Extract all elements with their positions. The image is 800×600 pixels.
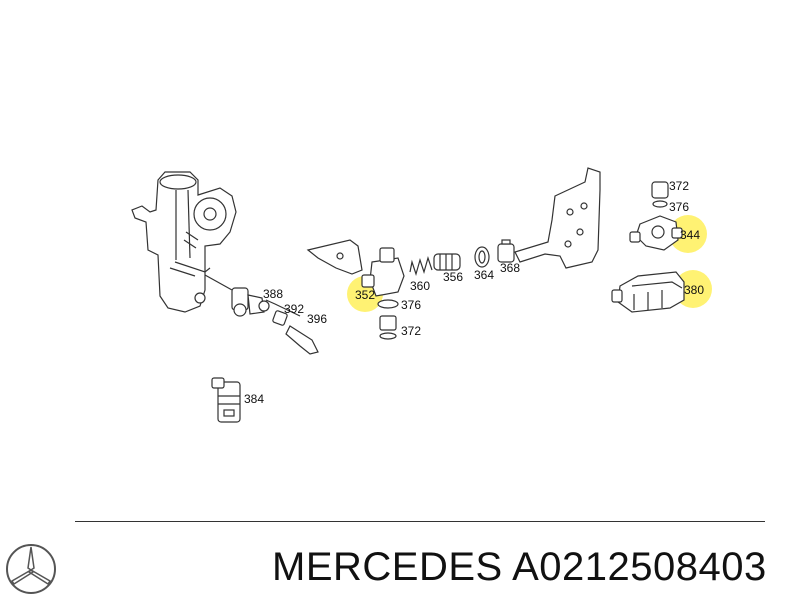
label-360: 360: [410, 279, 430, 293]
bracket-drawing: [306, 239, 363, 275]
label-364: 364: [474, 268, 494, 282]
component-384-drawing: [211, 377, 241, 423]
spring-parts-drawing: [409, 239, 515, 277]
steering-gear-drawing: [131, 171, 237, 313]
highlight-344: [669, 215, 707, 253]
label-368: 368: [500, 261, 520, 275]
label-392: 392: [284, 302, 304, 316]
mounting-plate-drawing: [514, 167, 601, 269]
part-caption: MERCEDES A0212508403: [272, 545, 767, 590]
label-376-mid: 376: [401, 298, 421, 312]
banjo-fitting-drawing: [231, 287, 319, 355]
valve-344-drawing: [629, 181, 683, 251]
label-388: 388: [263, 287, 283, 301]
valve-380-drawing: [611, 271, 685, 313]
label-372-mid: 372: [401, 324, 421, 338]
part-number: A0212508403: [512, 545, 767, 589]
label-380: 380: [684, 283, 704, 297]
mercedes-star-icon: [6, 544, 56, 594]
label-356: 356: [443, 270, 463, 284]
label-376-top: 376: [669, 200, 689, 214]
divider-line: [75, 521, 765, 522]
label-396: 396: [307, 312, 327, 326]
brand-name: MERCEDES: [272, 545, 503, 589]
label-384: 384: [244, 392, 264, 406]
label-344: 344: [680, 228, 700, 242]
label-372-top: 372: [669, 179, 689, 193]
valve-assembly-drawing: [361, 247, 405, 340]
label-352: 352: [355, 288, 375, 302]
